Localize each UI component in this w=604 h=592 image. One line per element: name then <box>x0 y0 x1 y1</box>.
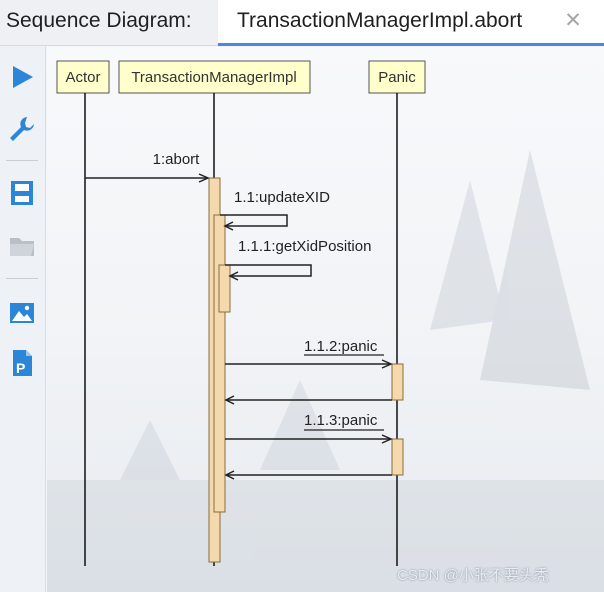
diagram-toolbar: P <box>0 46 46 592</box>
activation-bar <box>391 363 404 401</box>
svg-text:P: P <box>16 360 25 376</box>
activation-bar <box>218 264 231 313</box>
image-icon[interactable] <box>5 296 39 330</box>
message-panic-2[interactable]: 1.1.3:panic <box>224 412 393 480</box>
play-icon[interactable] <box>5 60 39 94</box>
message-get-xid-position[interactable]: 1.1.1:getXidPosition <box>225 238 371 281</box>
message-label: 1.1.2:panic <box>304 338 378 355</box>
lifeline-label: TransactionManagerImpl <box>131 69 296 86</box>
lifeline-label: Panic <box>378 69 416 86</box>
watermark: CSDN @小张不要头秃 <box>397 567 549 584</box>
message-label: 1.1.3:panic <box>304 412 378 429</box>
lifeline-label: Actor <box>65 69 100 86</box>
toolbar-separator <box>6 278 38 279</box>
message-update-xid[interactable]: 1.1:updateXID <box>220 189 330 231</box>
lifeline-panic[interactable]: Panic <box>368 60 426 94</box>
sequence-diagram-label: Sequence Diagram: <box>6 9 192 32</box>
lifeline-transaction-manager-impl[interactable]: TransactionManagerImpl <box>118 60 311 94</box>
toolbar-separator <box>6 160 38 161</box>
sequence-diagram-canvas: Actor TransactionManagerImpl Panic 1:abo… <box>47 47 604 592</box>
tab-transaction-manager-abort[interactable]: TransactionManagerImpl.abort ✕ <box>218 0 604 46</box>
activation-bar <box>391 438 404 476</box>
tab-bar: Sequence Diagram: TransactionManagerImpl… <box>0 0 604 46</box>
close-icon[interactable]: ✕ <box>564 9 582 32</box>
lifeline-actor[interactable]: Actor <box>56 60 110 94</box>
activation-bar <box>213 214 226 513</box>
message-label: 1.1.1:getXidPosition <box>238 238 371 255</box>
save-icon[interactable] <box>5 176 39 210</box>
message-label: 1:abort <box>153 151 201 168</box>
message-abort[interactable]: 1:abort <box>85 151 210 183</box>
message-label: 1.1:updateXID <box>234 189 330 206</box>
export-pdf-icon[interactable]: P <box>5 346 39 380</box>
tab-title: TransactionManagerImpl.abort <box>237 9 523 32</box>
wrench-icon[interactable] <box>5 112 39 146</box>
message-panic-1[interactable]: 1.1.2:panic <box>224 338 393 405</box>
folder-icon[interactable] <box>5 228 39 262</box>
background-scenery <box>47 150 604 592</box>
